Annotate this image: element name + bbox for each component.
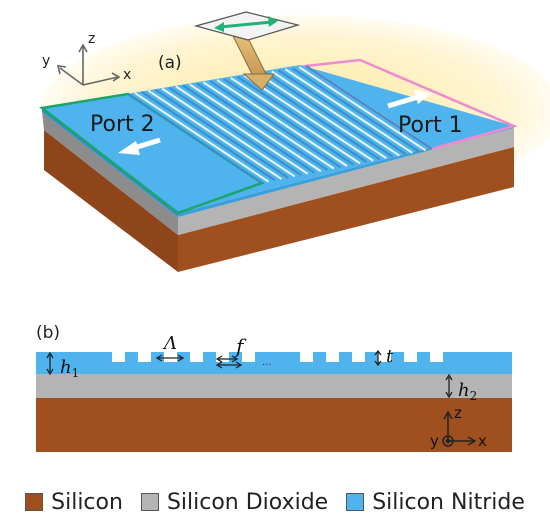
etch-depth-arrow-icon [374, 349, 382, 367]
etch-depth-symbol: t [386, 346, 394, 367]
grating-line [147, 89, 283, 180]
grating-line [127, 93, 263, 184]
axis-x-label: x [123, 67, 131, 83]
grating-ellipsis: ··· [262, 360, 272, 371]
grating-gap [258, 352, 286, 362]
period-arrow-icon [155, 354, 185, 362]
oxide-layer [36, 374, 512, 398]
port2-direction-arrow-icon [118, 137, 161, 155]
grating-notch [378, 352, 391, 362]
panel-b: (b) h1 Λ [36, 323, 512, 452]
grating-notch [404, 352, 417, 362]
grating-line [236, 75, 368, 163]
legend-label-nitride: Silicon Nitride [372, 489, 525, 515]
grating-notches [112, 352, 443, 362]
grating-notch [352, 352, 365, 362]
grating-line [264, 71, 394, 158]
grating-line [278, 69, 407, 156]
grating-line [230, 77, 361, 165]
grating-line [195, 82, 328, 171]
grating-line [271, 70, 400, 157]
axes-2d [442, 410, 477, 447]
grating-line [175, 85, 309, 175]
oxide-right-face [178, 128, 514, 235]
axis-z2-label: z [454, 404, 462, 422]
axis-y2-label: y [430, 432, 439, 450]
incident-beam-arrowhead [242, 73, 275, 91]
grating-line [202, 81, 335, 170]
silicon-front-face [44, 130, 178, 272]
grating-line [243, 74, 374, 162]
h1-arrow-icon [46, 351, 54, 376]
panel-a: Port 2 Port 1 (a) z x y [38, 11, 550, 272]
grating-line [223, 78, 355, 166]
grating-line [216, 79, 348, 167]
grating-line [284, 68, 413, 154]
h2-arrow-icon [445, 373, 453, 399]
material-legend: Silicon Silicon Dioxide Silicon Nitride [0, 484, 550, 520]
axis-z-label: z [88, 31, 95, 47]
legend-item-oxide: Silicon Dioxide [140, 489, 329, 515]
legend-label-oxide: Silicon Dioxide [166, 489, 329, 515]
grating-line [305, 65, 433, 150]
legend-item-nitride: Silicon Nitride [346, 490, 525, 515]
legend-swatch-nitride [346, 493, 365, 511]
grating-notch [190, 352, 203, 362]
axis-y-label: y [42, 53, 50, 69]
grating-line [161, 87, 296, 178]
period-symbol: Λ [162, 333, 177, 354]
grating-line [134, 92, 270, 183]
silicon-right-face [178, 147, 514, 272]
port1-direction-arrow-icon [387, 90, 432, 109]
grating-line [250, 73, 381, 161]
grating-line [298, 66, 427, 152]
grating-line [189, 83, 322, 173]
grating-line [182, 84, 315, 174]
grating-line [209, 80, 342, 169]
fill-arrow-icon [215, 355, 243, 369]
grating-line [291, 67, 420, 153]
grating-notch [242, 352, 255, 362]
grating-notch [430, 352, 443, 362]
grating-notch [300, 352, 313, 362]
legend-label-silicon: Silicon [51, 489, 123, 515]
port2-label: Port 2 [90, 112, 155, 137]
grating-line [168, 86, 302, 176]
panel-a-label: (a) [158, 53, 182, 73]
grating-notch [326, 352, 339, 362]
grating-lines [127, 65, 433, 184]
grating-line [141, 91, 276, 182]
h2-symbol: h2 [458, 380, 477, 403]
grating-line [154, 88, 289, 179]
h1-symbol: h1 [60, 357, 79, 380]
legend-item-silicon: Silicon [25, 490, 123, 515]
grating-notch [164, 352, 177, 362]
panel-b-label: (b) [36, 323, 60, 343]
axes-3d [56, 43, 121, 86]
oxide-front-face [42, 112, 178, 235]
silicon-layer [36, 398, 512, 452]
axis-x2-label: x [478, 432, 487, 450]
grating-line [257, 72, 387, 159]
nitride-layer [36, 352, 512, 374]
polarization-arrow-icon [214, 16, 278, 32]
grating-notch [112, 352, 125, 362]
port1-label: Port 1 [398, 113, 463, 138]
legend-swatch-silicon [25, 493, 44, 511]
grating-notch [216, 352, 229, 362]
legend-swatch-oxide [140, 493, 159, 511]
grating-notch [138, 352, 151, 362]
